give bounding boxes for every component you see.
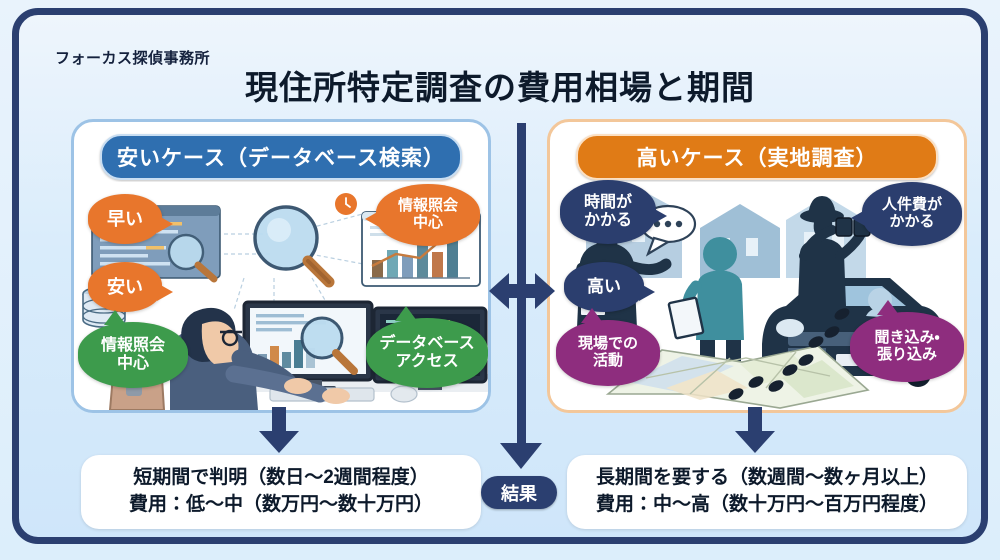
bubble-kikikomi-harikomi: 聞き込み・ 張り込み — [850, 300, 964, 382]
result-box-expensive: 長期間を要する（数週間〜数ヶ月以上） 費用：中〜高（数十万円〜百万円程度） — [567, 455, 967, 529]
panel-heading-expensive: 高いケース（実地調査） — [576, 134, 938, 180]
outer-frame: フォーカス探偵事務所 現住所特定調査の費用相場と期間 安いケース（データベース検… — [12, 8, 988, 544]
bubble-joho-shokai-chushin-left: 情報照会 中心 — [78, 310, 188, 388]
double-headed-arrow-icon — [489, 265, 555, 317]
bubble-genba-deno-katsudo: 現場での 活動 — [556, 308, 660, 386]
vertical-arrow-head-icon — [500, 443, 542, 469]
result-cheap-cost: 費用：低〜中（数万円〜数十万円） — [128, 494, 433, 515]
brand-logo-text: フォーカス探偵事務所 — [55, 50, 211, 67]
bubble-jikan-ga-kakaru: 時間が かかる — [560, 180, 667, 244]
result-cheap-duration: 短期間で判明（数日〜2週間程度） — [133, 467, 429, 489]
result-expensive-duration: 長期間を要する（数週間〜数ヶ月以上） — [595, 467, 938, 489]
bubble-jinkenhi-ga-kakaru: 人件費が かかる — [851, 182, 962, 246]
result-box-cheap: 短期間で判明（数日〜2週間程度） 費用：低〜中（数万円〜数十万円） — [81, 455, 481, 529]
result-badge: 結果 — [481, 476, 557, 509]
bubble-yasui: 安い — [88, 262, 173, 312]
bubble-database-access: データベース アクセス — [366, 306, 488, 388]
bubble-joho-shokai-chushin-right: 情報照会 中心 — [365, 184, 480, 246]
down-arrow-right-icon — [735, 407, 775, 453]
bubble-hayai: 早い — [88, 194, 173, 244]
down-arrow-left-icon — [259, 407, 299, 453]
page-title: 現住所特定調査の費用相場と期間 — [245, 69, 755, 106]
panel-expensive-case: 高いケース（実地調査） — [547, 119, 967, 413]
panel-heading-cheap: 安いケース（データベース検索） — [100, 134, 462, 180]
result-expensive-cost: 費用：中〜高（数十万円〜百万円程度） — [595, 494, 938, 515]
bubble-takai: 高い — [564, 262, 655, 312]
panel-cheap-case: 安いケース（データベース検索） — [71, 119, 491, 413]
